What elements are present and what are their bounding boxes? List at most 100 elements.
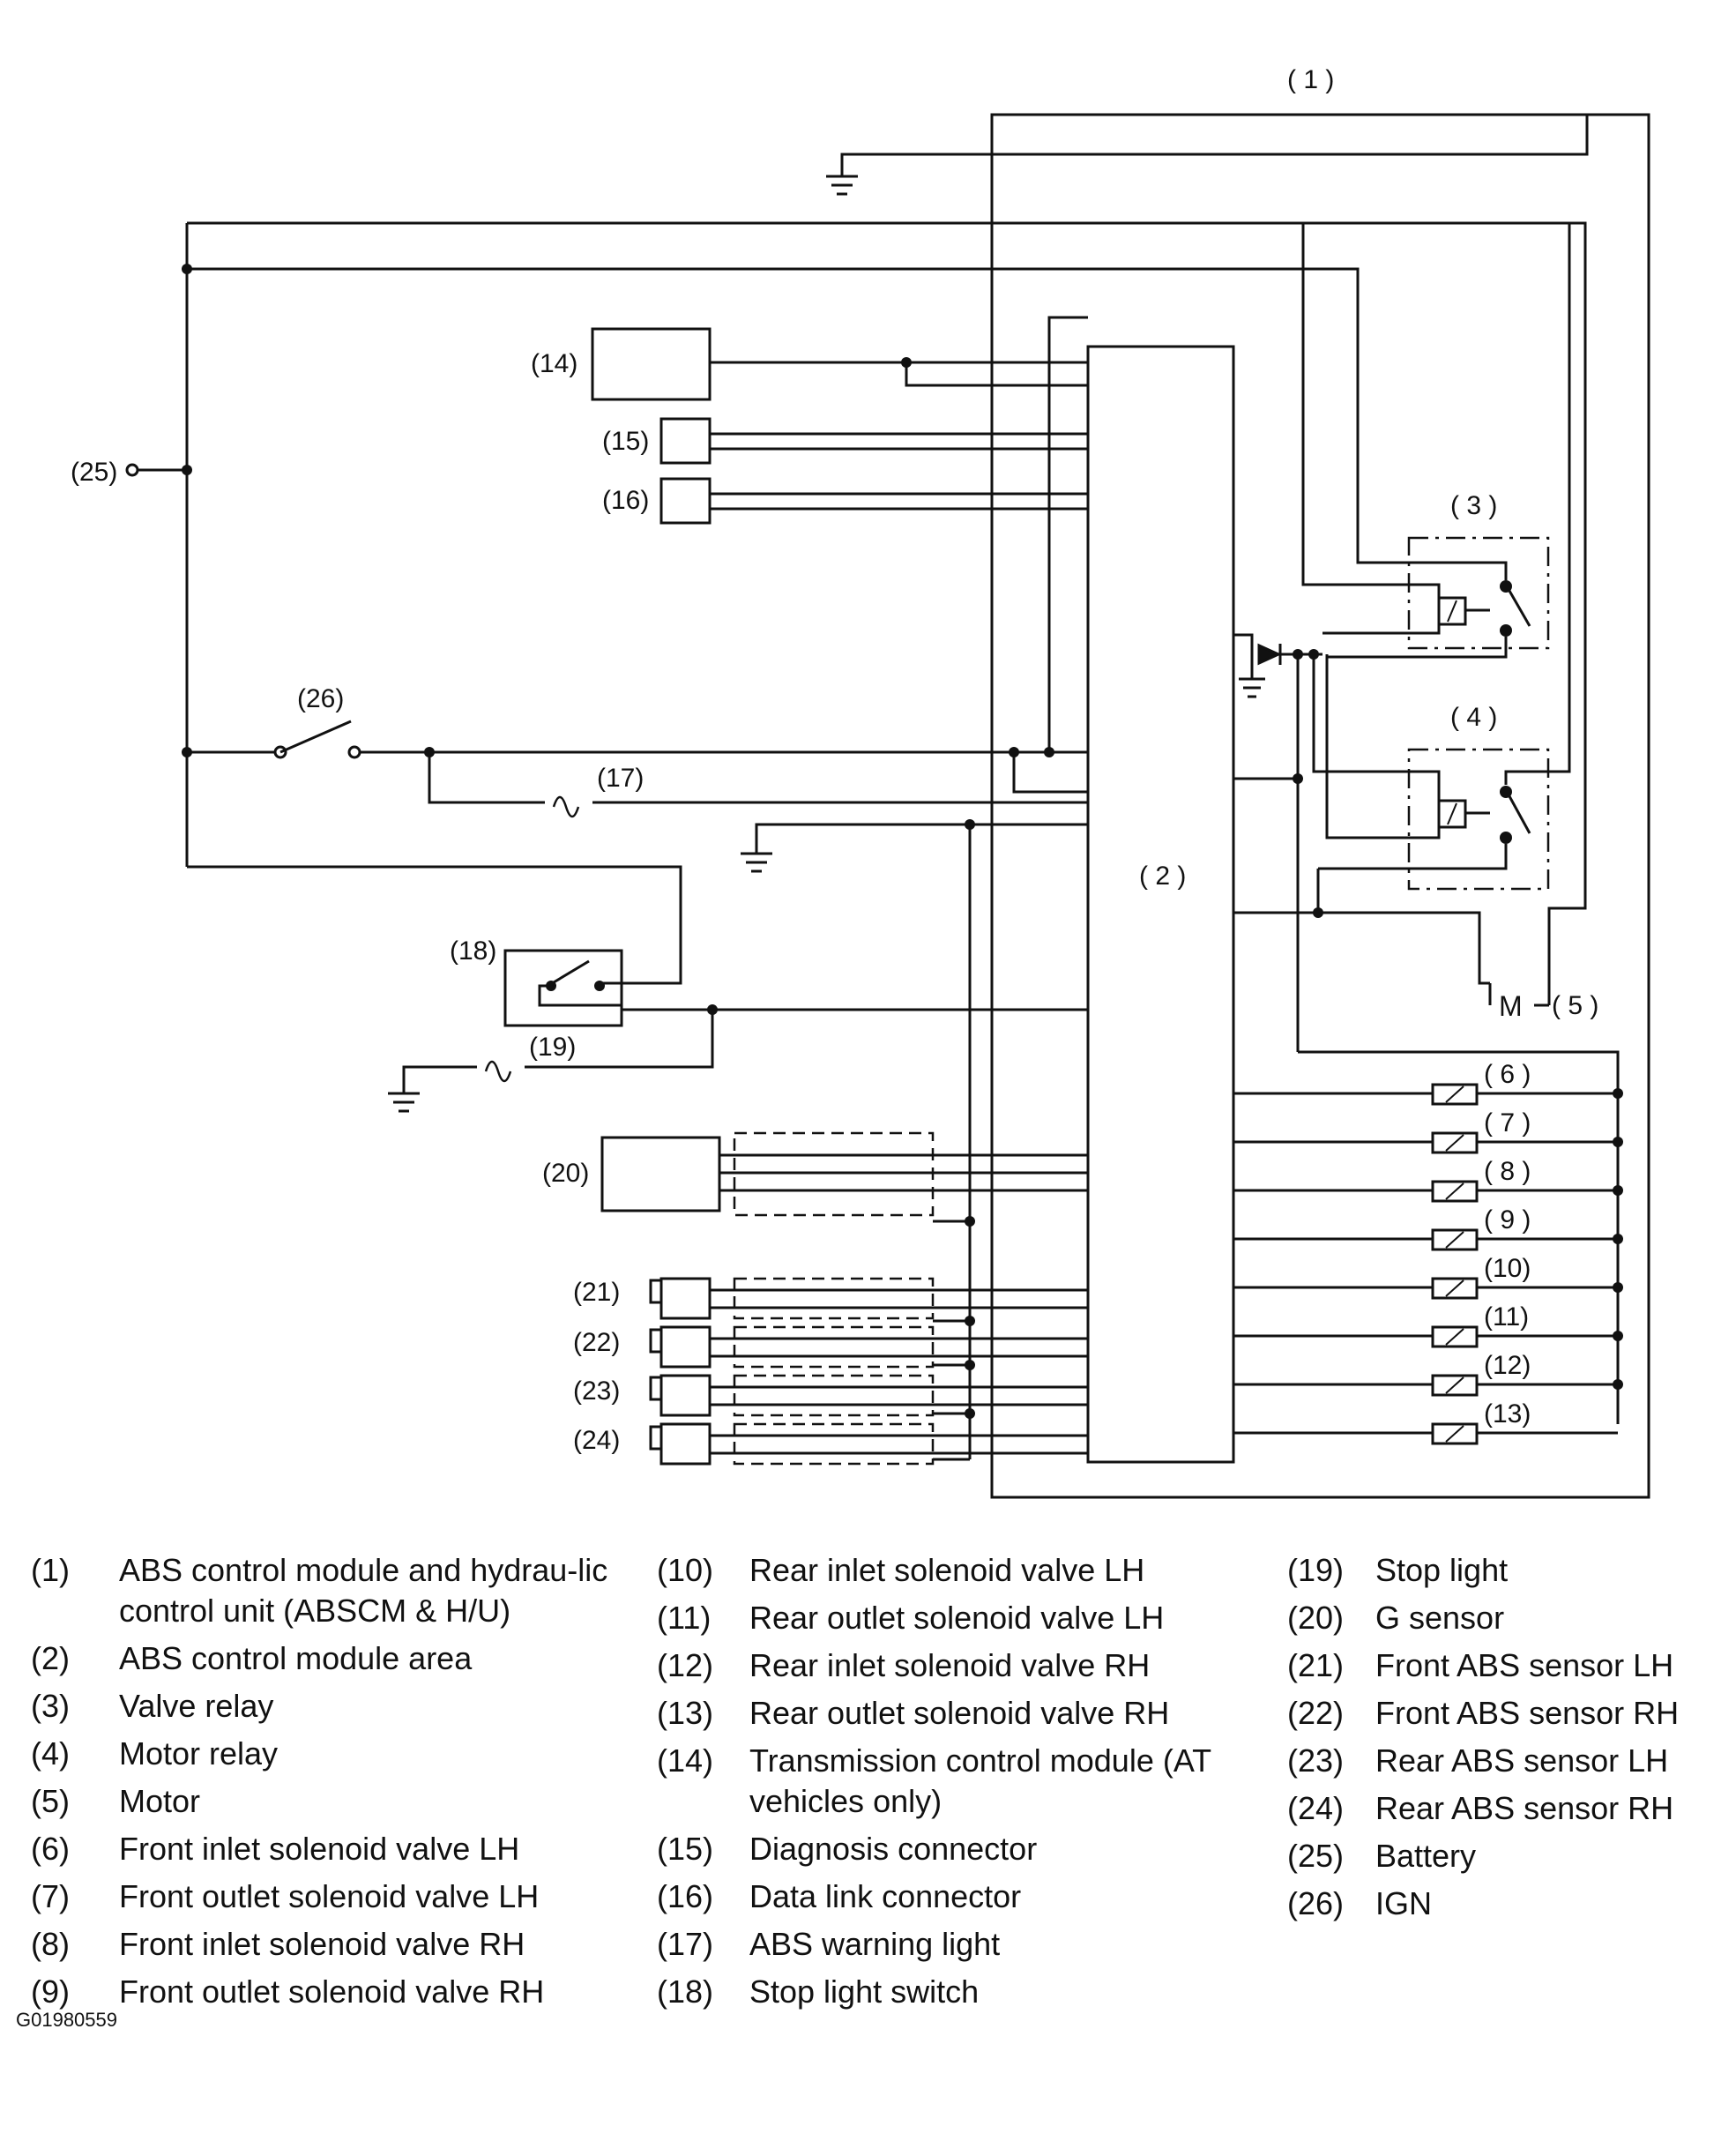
legend-column-3: (19)Stop light (20) G sensor (21)Front AB… bbox=[1287, 1550, 1736, 1931]
motor-relay-coil-supply bbox=[1312, 654, 1441, 801]
warning-light-wire bbox=[428, 752, 545, 804]
ign-switch-blade bbox=[279, 720, 352, 754]
legend-number: (5) bbox=[31, 1783, 70, 1819]
legend-number: (6) bbox=[31, 1831, 70, 1867]
legend-item: (9)Front outlet solenoid valve RH bbox=[31, 1972, 648, 2012]
junction-dot bbox=[965, 1216, 975, 1227]
callout-2: ( 2 ) bbox=[1139, 862, 1186, 891]
legend-item: (20) G sensor bbox=[1287, 1598, 1736, 1638]
legend-number: (20) bbox=[1287, 1600, 1345, 1636]
abs-control-module-area bbox=[1086, 345, 1235, 1464]
tcm-box bbox=[591, 327, 712, 401]
relay-contact bbox=[1500, 624, 1512, 637]
solenoid-valve-9 bbox=[1233, 1228, 1623, 1251]
callout-4: ( 4 ) bbox=[1450, 703, 1497, 732]
legend-item: (16)Data link connector bbox=[657, 1876, 1243, 1917]
solenoid-valve-8 bbox=[1233, 1180, 1623, 1203]
battery-to-motor-wire bbox=[187, 221, 1587, 983]
legend-number: (1) bbox=[31, 1552, 70, 1588]
diode-icon bbox=[1257, 643, 1282, 666]
module-to-motor-wire bbox=[1233, 911, 1490, 985]
ground-icon bbox=[826, 175, 858, 196]
legend-number: (26) bbox=[1287, 1885, 1345, 1921]
relay-contact bbox=[1500, 786, 1512, 798]
legend-number: (3) bbox=[31, 1688, 70, 1724]
motor-symbol: M bbox=[1499, 990, 1523, 1022]
legend-item: (10)Rear inlet solenoid valve LH bbox=[657, 1550, 1243, 1591]
junction-dot bbox=[1293, 773, 1303, 784]
legend-item: (21)Front ABS sensor LH bbox=[1287, 1645, 1736, 1686]
ign-branch-wire bbox=[1012, 752, 1088, 794]
legend-text: IGN bbox=[1375, 1885, 1433, 1921]
junction-dot bbox=[182, 747, 192, 757]
legend-item: (23)Rear ABS sensor LH bbox=[1287, 1741, 1736, 1781]
callout-7: ( 7 ) bbox=[1484, 1108, 1531, 1138]
legend-text: Front inlet solenoid valve LH bbox=[119, 1831, 520, 1867]
callout-9: ( 9 ) bbox=[1484, 1205, 1531, 1235]
front-abs-sensor-lh bbox=[649, 1277, 1088, 1326]
motor-icon bbox=[1490, 983, 1534, 1027]
legend-number: (15) bbox=[657, 1831, 714, 1867]
relay-contact bbox=[1500, 580, 1512, 593]
legend-text: Rear inlet solenoid valve LH bbox=[749, 1552, 1145, 1588]
callout-1: ( 1 ) bbox=[1287, 65, 1334, 94]
callout-14: (14) bbox=[531, 349, 577, 378]
g-sensor-box bbox=[600, 1136, 721, 1212]
legend-text: ABS control module and hydrau-lic contro… bbox=[119, 1552, 608, 1629]
legend-text: Data link connector bbox=[749, 1878, 1022, 1914]
legend-text: Rear inlet solenoid valve RH bbox=[749, 1647, 1151, 1683]
callout-24: (24) bbox=[573, 1426, 620, 1455]
valve-relay-coil-wire bbox=[1301, 223, 1441, 598]
ground-icon bbox=[741, 852, 772, 873]
legend-number: (18) bbox=[657, 1973, 714, 2010]
motor-relay-box bbox=[1407, 748, 1550, 891]
tcm-branch-wire bbox=[905, 362, 1088, 387]
battery-terminal bbox=[125, 463, 139, 477]
callout-12: (12) bbox=[1484, 1351, 1531, 1380]
legend-number: (2) bbox=[31, 1640, 70, 1676]
legend-item: (1) ABS control module and hydrau-lic con… bbox=[31, 1550, 648, 1631]
legend-item: (17)ABS warning light bbox=[657, 1924, 1243, 1965]
rear-abs-sensor-lh bbox=[649, 1374, 1088, 1419]
legend-number: (17) bbox=[657, 1926, 714, 1962]
data-link-connector-box bbox=[659, 477, 712, 525]
legend-text: Motor relay bbox=[119, 1735, 279, 1772]
legend-text: Rear ABS sensor LH bbox=[1375, 1742, 1669, 1779]
ground-icon bbox=[1239, 677, 1265, 698]
legend-number: (14) bbox=[657, 1742, 714, 1779]
valve-relay-output-wire bbox=[1325, 637, 1508, 659]
relay-blade bbox=[1508, 590, 1531, 627]
legend-number: (19) bbox=[1287, 1552, 1345, 1588]
lamp-filament-icon bbox=[552, 795, 580, 818]
legend-text: G sensor bbox=[1375, 1600, 1505, 1636]
legend-item: (26) IGN bbox=[1287, 1884, 1736, 1924]
ign-to-module-wire bbox=[1047, 316, 1088, 752]
callout-21: (21) bbox=[573, 1278, 620, 1307]
legend-item: (12)Rear inlet solenoid valve RH bbox=[657, 1645, 1243, 1686]
solenoid-valve-11 bbox=[1233, 1325, 1623, 1348]
stop-light-switch-box bbox=[503, 949, 623, 1027]
stop-light-wire bbox=[525, 1010, 714, 1069]
stop-light-icon bbox=[477, 1043, 525, 1091]
legend-item: (7)Front outlet solenoid valve LH bbox=[31, 1876, 648, 1917]
callout-15: (15) bbox=[602, 427, 649, 456]
legend-text: Stop light switch bbox=[749, 1973, 980, 2010]
lamp-filament-icon bbox=[484, 1060, 512, 1083]
legend-number: (22) bbox=[1287, 1695, 1345, 1731]
abs-wiring-diagram: M ( 1 ) ( 2 ) ( 3 ) ( 4 ) ( 5 ) ( 6 ) ( … bbox=[71, 65, 1650, 1499]
legend-text: Front outlet solenoid valve LH bbox=[119, 1878, 540, 1914]
stop-switch-blade bbox=[553, 959, 590, 984]
motor-relay-input-wire bbox=[1504, 223, 1571, 785]
solenoid-supply-wire bbox=[1298, 1050, 1620, 1424]
legend-item: (8)Front inlet solenoid valve RH bbox=[31, 1924, 648, 1965]
callout-10: (10) bbox=[1484, 1254, 1531, 1283]
rear-abs-sensor-rh bbox=[649, 1422, 1088, 1466]
solenoid-valve-6 bbox=[1233, 1083, 1623, 1106]
front-abs-sensor-rh bbox=[649, 1325, 1088, 1370]
legend-item: (4)Motor relay bbox=[31, 1734, 648, 1774]
legend-number: (8) bbox=[31, 1926, 70, 1962]
legend-item: (19)Stop light bbox=[1287, 1550, 1736, 1591]
callout-8: ( 8 ) bbox=[1484, 1157, 1531, 1186]
callout-13: (13) bbox=[1484, 1399, 1531, 1429]
solenoid-valve-13 bbox=[1233, 1422, 1618, 1445]
